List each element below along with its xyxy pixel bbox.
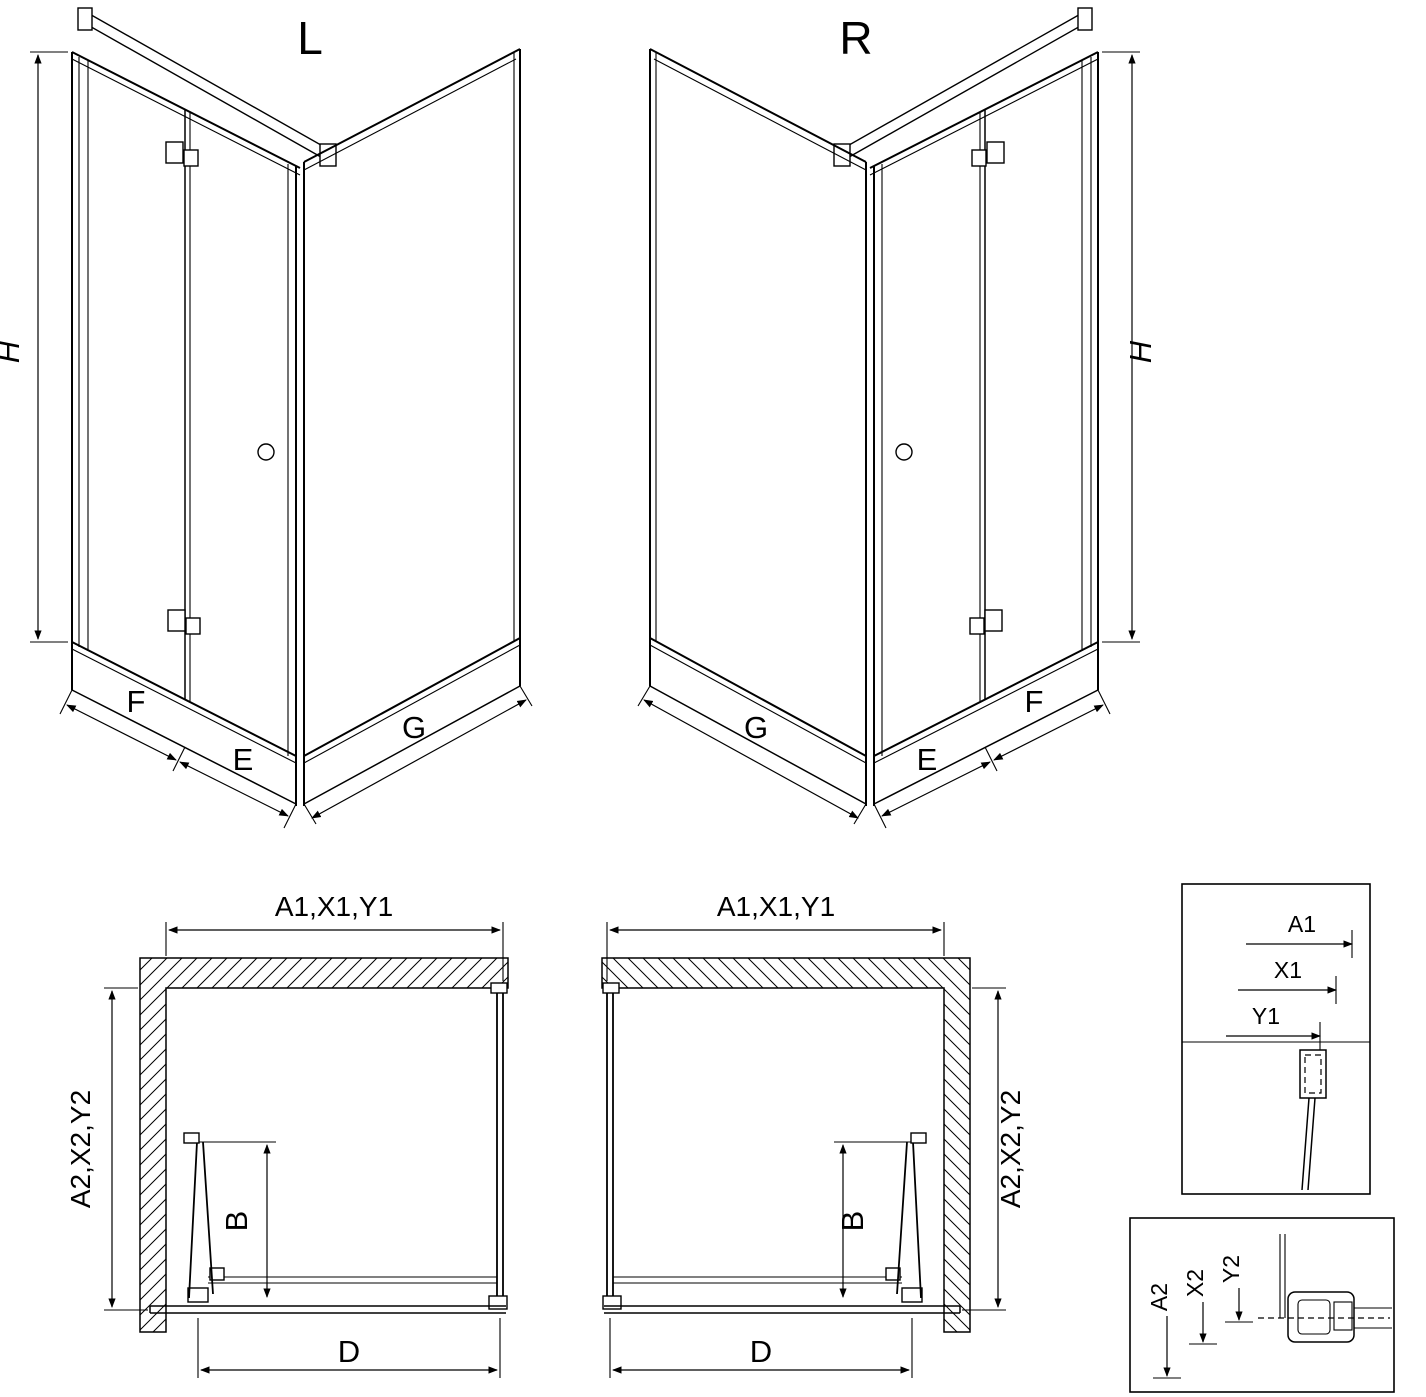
plan-r-b-dim-label: B — [835, 1211, 870, 1232]
detail-y1-label: Y1 — [1252, 1003, 1280, 1029]
detail-bottom-profile-insert — [1333, 1301, 1353, 1331]
detail-y2-label: Y2 — [1218, 1255, 1244, 1283]
dim-label-h-right: H — [1123, 340, 1158, 363]
plan-l-d-dim-label: D — [338, 1334, 360, 1369]
dim-label-e-right: E — [917, 742, 938, 777]
view-3d-left: L H F E G — [0, 8, 532, 828]
detail-a2-label: A2 — [1146, 1283, 1172, 1311]
detail-bottom-frame — [1129, 1217, 1395, 1393]
dim-label-f-right: F — [1025, 684, 1044, 719]
plan-l-b-dim-label: B — [219, 1211, 254, 1232]
plan-r-d-dim-label: D — [750, 1334, 772, 1369]
dim-label-g-right: G — [744, 710, 768, 745]
detail-bottom-profile-inner — [1297, 1299, 1331, 1335]
plan-l-top-dim-label: A1,X1,Y1 — [275, 891, 393, 922]
dim-label-e-left: E — [233, 742, 254, 777]
plan-view-left: A1,X1,Y1 A2,X2,Y2 B D — [65, 891, 508, 1378]
dim-label-g-left: G — [402, 710, 426, 745]
dim-label-f-left: F — [127, 684, 146, 719]
detail-wall-profile-inner — [1304, 1054, 1322, 1094]
view-l-title: L — [297, 12, 323, 64]
detail-bottom-profile: A2 X2 Y2 — [1129, 1217, 1395, 1393]
detail-a1-label: A1 — [1288, 911, 1316, 937]
detail-top-frame — [1181, 883, 1371, 1195]
detail-wall-profile — [1299, 1049, 1327, 1099]
detail-glass-edge — [1301, 1097, 1316, 1191]
detail-bottom-rails — [1354, 1307, 1392, 1329]
detail-bottom-profile-outer — [1287, 1291, 1355, 1343]
plan-l-depth-dim-label: A2,X2,Y2 — [65, 1090, 96, 1208]
view-r-title: R — [839, 12, 872, 64]
plan-view-right: A1,X1,Y1 A2,X2,Y2 B D — [602, 891, 1026, 1378]
plan-r-top-dim-label: A1,X1,Y1 — [717, 891, 835, 922]
detail-top-profile: A1 X1 Y1 — [1181, 883, 1371, 1195]
detail-x2-label: X2 — [1182, 1269, 1208, 1297]
dim-label-h-left: H — [0, 340, 26, 363]
detail-glass-edge-bottom — [1279, 1234, 1286, 1318]
view-3d-right: R H F E G — [638, 8, 1158, 828]
plan-r-depth-dim-label: A2,X2,Y2 — [995, 1090, 1026, 1208]
detail-x1-label: X1 — [1274, 957, 1302, 983]
